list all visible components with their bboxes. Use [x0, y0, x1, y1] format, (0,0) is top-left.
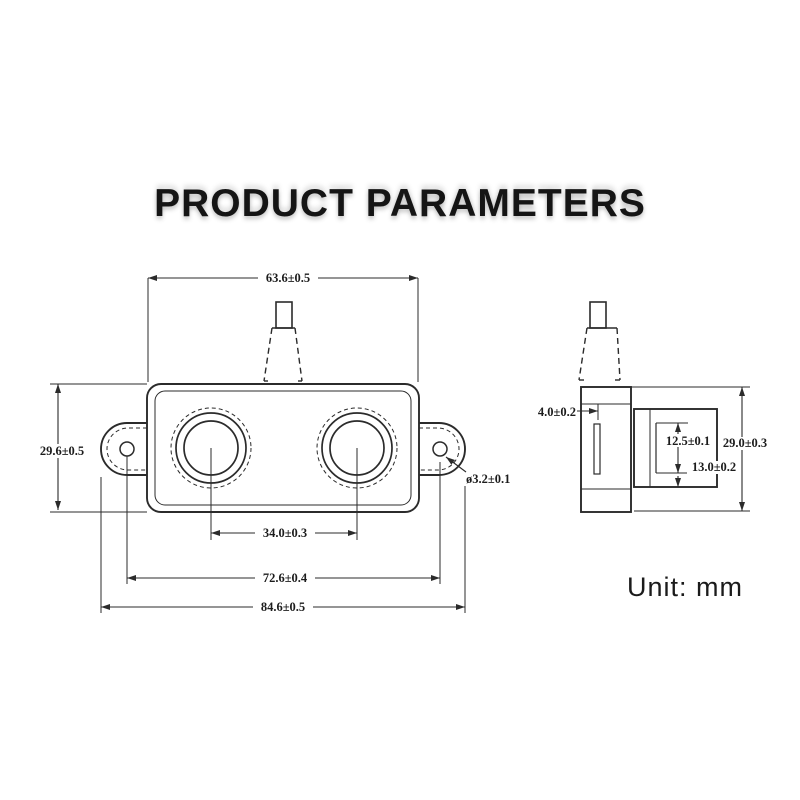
dim-body-height: 29.6±0.5: [40, 444, 84, 458]
side-slot-detail: [593, 423, 601, 475]
front-right-mounting-tab: [419, 422, 466, 476]
dim-lens-window-height: 12.5±0.1: [666, 434, 710, 448]
front-extension-lines: [50, 278, 466, 613]
front-dimension-lines: [55, 275, 467, 610]
front-body-outline: [146, 383, 420, 513]
side-label-backgrounds: [661, 434, 772, 474]
dim-top-width: 63.6±0.5: [266, 271, 310, 285]
side-cable-connector: [578, 301, 621, 381]
front-view: 63.6±0.5 29.6±0.5 34.0±0.3 72.6±0.4 84.6…: [32, 271, 510, 614]
front-label-backgrounds: [32, 271, 318, 614]
dim-step-depth: 4.0±0.2: [538, 405, 576, 419]
dim-hole-diameter: ø3.2±0.1: [466, 472, 510, 486]
dim-overall-width: 84.6±0.5: [261, 600, 305, 614]
side-body-outline: [580, 386, 718, 513]
dim-hole-spacing: 72.6±0.4: [263, 571, 308, 585]
front-cable-connector: [263, 301, 303, 382]
dim-barrel-height: 13.0±0.2: [692, 460, 736, 474]
unit-label: Unit: mm: [627, 572, 743, 602]
dim-overall-height: 29.0±0.3: [723, 436, 767, 450]
side-extension-lines: [597, 386, 750, 512]
side-view: 4.0±0.2 12.5±0.1 13.0±0.2 29.0±0.3: [538, 301, 772, 513]
page-title: PRODUCT PARAMETERS: [154, 182, 646, 225]
left-mounting-hole: [119, 441, 135, 457]
right-mounting-hole: [432, 441, 448, 457]
front-left-mounting-tab: [100, 422, 147, 476]
side-lens-barrel: [633, 408, 718, 488]
dim-lens-spacing: 34.0±0.3: [263, 526, 307, 540]
